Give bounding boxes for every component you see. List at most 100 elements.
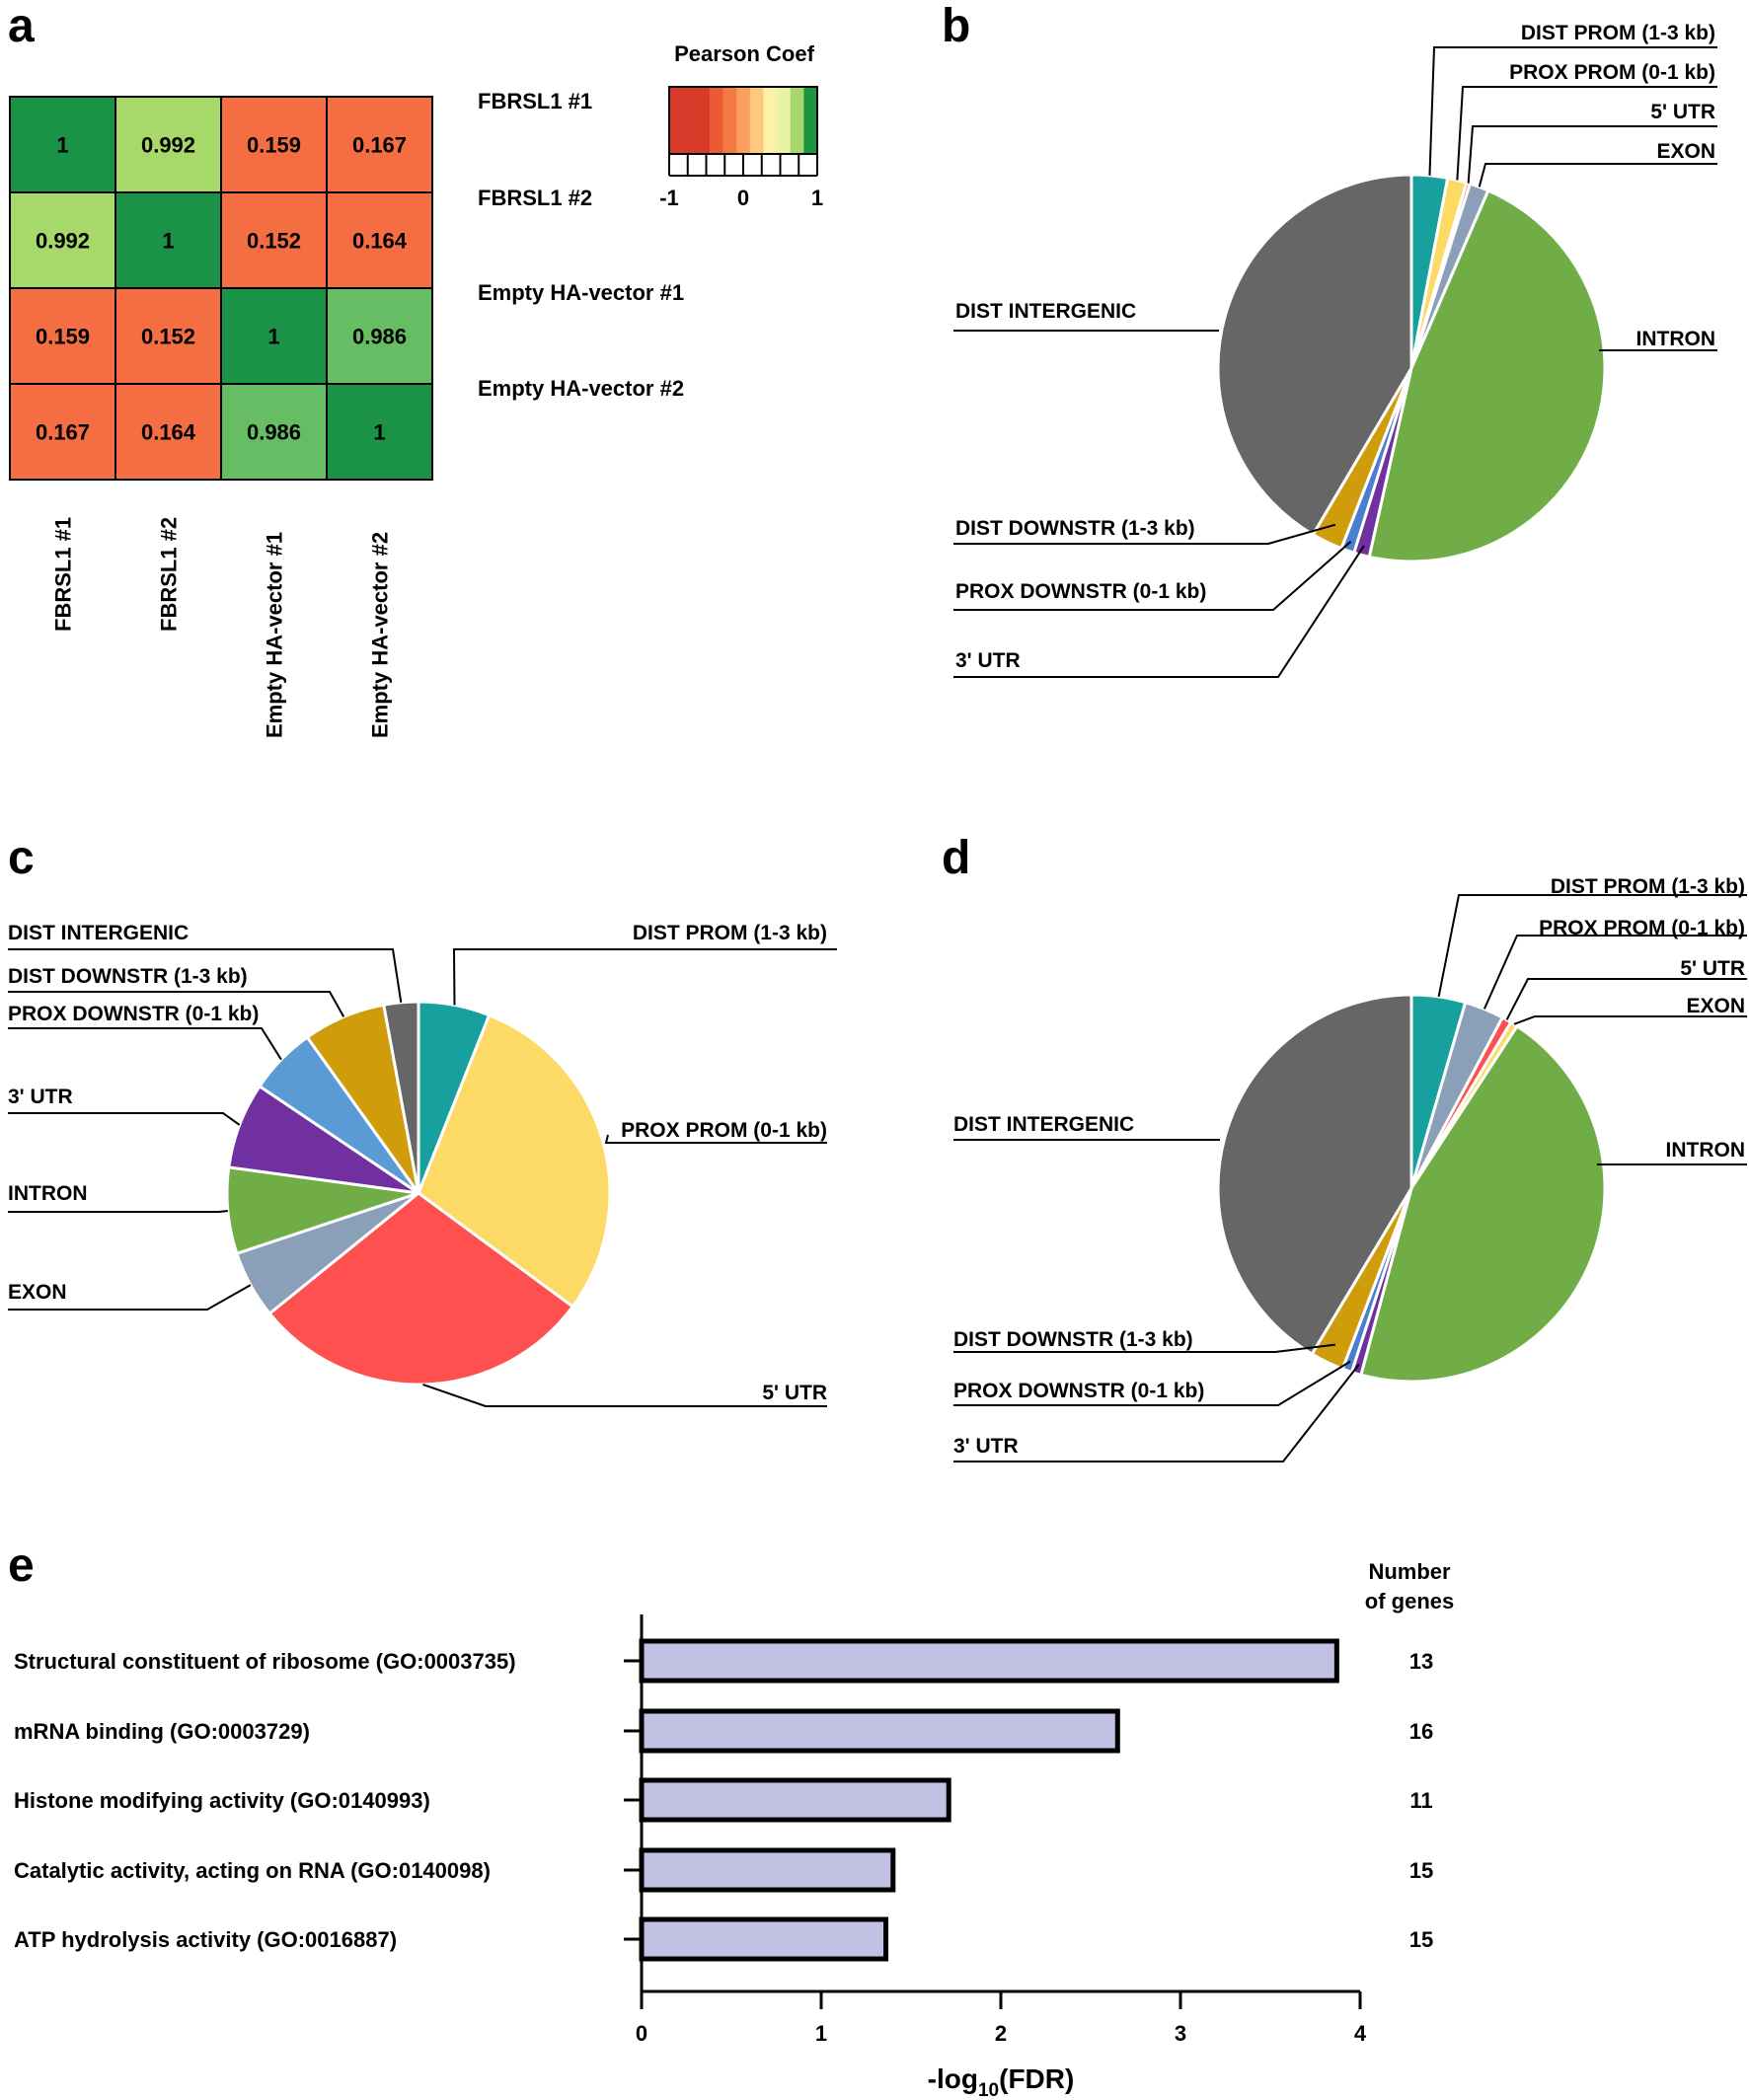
bar-category-label: ATP hydrolysis activity (GO:0016887): [14, 1927, 397, 1952]
gene-count-header-line1: Number: [1368, 1559, 1451, 1584]
colorbar-segment: [777, 87, 792, 154]
pie-label: DIST DOWNSTR (1-3 kb): [953, 1328, 1193, 1351]
pie-label: DIST DOWNSTR (1-3 kb): [8, 965, 248, 988]
x-tick-label: 0: [636, 2021, 647, 2046]
pie-leader-line: [1478, 163, 1717, 188]
pie-label: INTRON: [1636, 328, 1716, 350]
x-tick-label: 3: [1175, 2021, 1186, 2046]
pie-slice: [1367, 188, 1607, 563]
pie-label: 3' UTR: [953, 1435, 1019, 1458]
pie-label: PROX PROM (0-1 kb): [1509, 61, 1715, 84]
x-axis-label-main: -log: [928, 2063, 978, 2094]
pie-slice: [1216, 993, 1413, 1357]
colorbar-tick-label: 0: [737, 186, 749, 210]
colorbar-segment: [722, 87, 737, 154]
panel-c-pie: DIST PROM (1-3 kb)PROX PROM (0-1 kb)5' U…: [8, 922, 837, 1407]
heatmap-cell-value: 0.164: [141, 420, 196, 445]
pie-label: DIST INTERGENIC: [955, 300, 1136, 323]
heatmap-cell: [9, 96, 116, 193]
x-tick-label: 1: [815, 2021, 827, 2046]
heatmap-cell-value: 0.986: [352, 325, 407, 349]
pie-leader-line: [953, 545, 1365, 678]
pie-leader-line: [8, 1112, 241, 1126]
heatmap-cell-value: 0.164: [352, 229, 408, 254]
gene-count-label: 11: [1409, 1788, 1432, 1813]
pie-slice: [1359, 1023, 1607, 1384]
pie-leader-line: [953, 1363, 1360, 1462]
x-axis-label-subscript: 10: [978, 2080, 999, 2100]
pie-label: INTRON: [1666, 1139, 1746, 1162]
colorbar-segment: [749, 87, 764, 154]
panel-letter-c: c: [8, 832, 35, 884]
panel-letter-b: b: [942, 0, 970, 52]
pie-leader-line: [1513, 1015, 1747, 1025]
heatmap-cell: [114, 191, 222, 289]
heatmap-row-label: FBRSL1 #1: [478, 89, 592, 113]
gene-count-header-line2: of genes: [1365, 1589, 1454, 1613]
bar: [639, 1916, 889, 1962]
pie-label: PROX DOWNSTR (0-1 kb): [8, 1003, 259, 1025]
pie-leader-line: [8, 1210, 228, 1213]
colorbar-segment: [736, 87, 751, 154]
heatmap-row-label: FBRSL1 #2: [478, 186, 592, 210]
pie-label: DIST PROM (1-3 kb): [1521, 22, 1715, 44]
bar: [639, 1708, 1120, 1754]
x-axis-label: -log10(FDR): [928, 2063, 1075, 2100]
colorbar-segment: [682, 87, 697, 154]
heatmap-cell-value: 0.992: [36, 229, 90, 254]
heatmap-cell-value: 1: [162, 229, 174, 254]
heatmap-cell: [114, 383, 222, 481]
colorbar-tick-label: -1: [659, 186, 679, 210]
colorbar-segment: [803, 87, 818, 154]
panel-b-pie: DIST PROM (1-3 kb) PROX PROM (0-1 kb) 5' U…: [953, 22, 1717, 678]
pie-leader-line: [1428, 46, 1717, 176]
panel-d-pie: DIST PROM (1-3 kb) PROX PROM (0-1 kb) 5' U…: [953, 875, 1747, 1462]
pie-leader-line: [8, 1284, 252, 1311]
colorbar-title: Pearson Coef: [674, 41, 814, 66]
bar-category-label: Catalytic activity, acting on RNA (GO:01…: [14, 1858, 491, 1883]
heatmap-cell-value: 0.167: [36, 420, 90, 445]
colorbar-segment: [696, 87, 711, 154]
pie-slice: [1216, 173, 1413, 537]
pie-leader-line: [8, 991, 345, 1017]
x-tick-label: 2: [995, 2021, 1007, 2046]
bar: [639, 1638, 1339, 1684]
heatmap-cell-value: 0.159: [247, 133, 301, 158]
bar: [639, 1847, 896, 1893]
pie-label: 5' UTR: [1650, 101, 1715, 123]
pie-label: DIST DOWNSTR (1-3 kb): [955, 517, 1195, 540]
heatmap-column-label: Empty HA-vector #2: [368, 532, 393, 738]
heatmap-cell-value: 0.992: [141, 133, 195, 158]
pie-leader-line: [1483, 935, 1747, 1010]
pie-label: EXON: [8, 1281, 67, 1304]
pie-label: DIST PROM (1-3 kb): [633, 922, 827, 944]
pie-label: PROX PROM (0-1 kb): [621, 1119, 827, 1142]
pie-leader-line: [452, 948, 837, 1006]
pie-leader-line: [1437, 894, 1747, 998]
pie-leader-line: [422, 1384, 827, 1407]
heatmap-row-label: Empty HA-vector #2: [478, 376, 684, 401]
pie-label: PROX PROM (0-1 kb): [1539, 917, 1745, 939]
pie-label: EXON: [1656, 140, 1715, 163]
colorbar-segment: [709, 87, 724, 154]
heatmap-cell-value: 1: [56, 133, 68, 158]
pie-leader-line: [8, 948, 403, 1003]
x-axis-label-tail: (FDR): [999, 2063, 1074, 2094]
panel-letter-a: a: [8, 0, 35, 52]
heatmap-cell: [326, 191, 433, 289]
pie-label: 3' UTR: [955, 649, 1021, 672]
bar-category-label: mRNA binding (GO:0003729): [14, 1719, 310, 1744]
heatmap-column-label: FBRSL1 #1: [51, 517, 76, 632]
pie-label: INTRON: [8, 1182, 88, 1205]
pie-label: DIST PROM (1-3 kb): [1551, 875, 1745, 898]
heatmap-cell-value: 0.167: [352, 133, 407, 158]
pie-label: 5' UTR: [1680, 957, 1745, 980]
heatmap-column-label: Empty HA-vector #1: [263, 532, 287, 738]
gene-count-label: 16: [1409, 1719, 1433, 1744]
pie-leader-line: [8, 1027, 282, 1061]
colorbar-segment: [790, 87, 804, 154]
pie-leader-line: [604, 1134, 827, 1144]
bar-category-label: Structural constituent of ribosome (GO:0…: [14, 1649, 516, 1674]
bar-category-label: Histone modifying activity (GO:0140993): [14, 1788, 430, 1813]
